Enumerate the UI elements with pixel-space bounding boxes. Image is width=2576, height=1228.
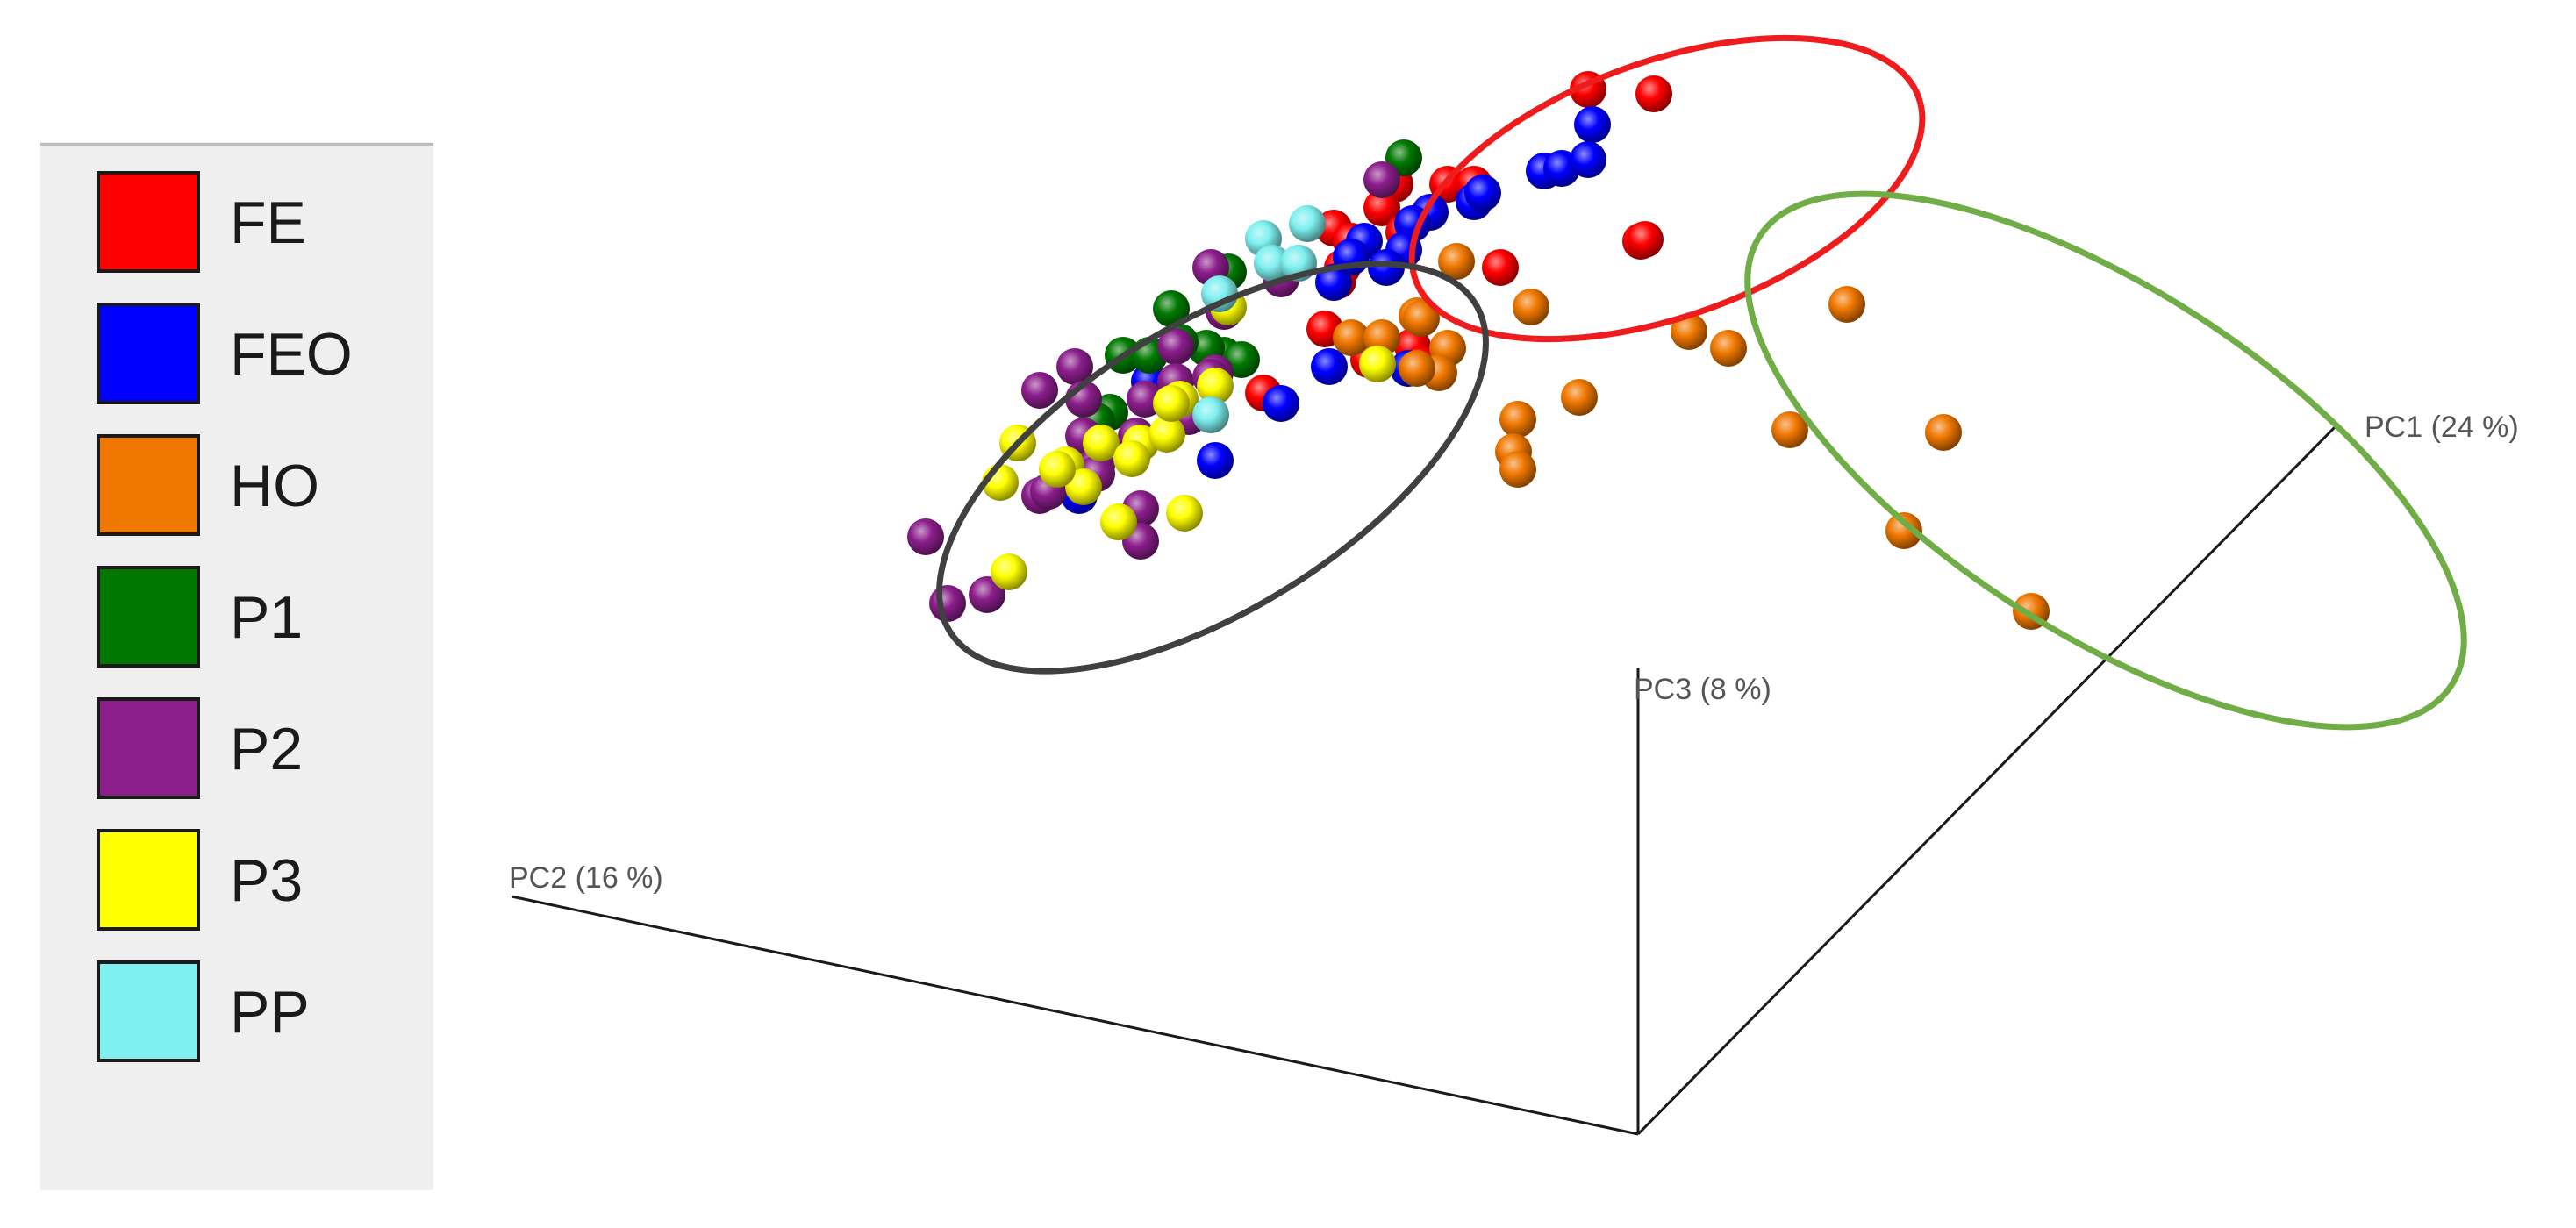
cluster-ellipse-green (1744, 190, 2467, 731)
data-point-ho (1710, 330, 1747, 367)
data-point-feo (1311, 348, 1348, 385)
data-point-fe (1635, 75, 1672, 112)
data-point-p3 (1039, 451, 1076, 488)
data-point-ho (1438, 243, 1475, 280)
data-point-p2 (1363, 161, 1400, 198)
data-point-fe (1482, 249, 1519, 286)
data-point-p1 (1153, 290, 1190, 327)
data-point-p3 (1100, 503, 1137, 540)
data-point-p2 (907, 518, 944, 555)
data-point-p3 (1065, 468, 1102, 505)
data-points (907, 71, 2050, 630)
legend-item-p1: P1 (97, 566, 412, 675)
data-point-pp (1289, 205, 1326, 242)
data-point-ho (1925, 414, 1962, 451)
legend-label: FEO (230, 321, 353, 388)
data-point-feo (1368, 249, 1405, 286)
legend-item-feo: FEO (97, 303, 412, 411)
data-point-ho (1561, 379, 1598, 416)
data-point-feo (1464, 175, 1501, 211)
legend-swatch (97, 829, 200, 931)
data-point-p2 (1157, 328, 1194, 365)
legend-item-pp: PP (97, 960, 412, 1069)
data-point-p3 (1153, 385, 1190, 422)
legend-label: FE (230, 189, 306, 256)
data-point-pp (1201, 275, 1238, 312)
data-point-p2 (929, 585, 966, 622)
data-point-ho (1885, 512, 1922, 549)
legend-divider (40, 143, 433, 146)
legend-item-p2: P2 (97, 697, 412, 806)
cluster-ellipse-gray (936, 261, 1489, 675)
data-point-p2 (969, 576, 1005, 613)
legend-label: P1 (230, 584, 304, 651)
legend-label: PP (230, 979, 310, 1046)
legend-item-ho: HO (97, 434, 412, 543)
legend-item-p3: P3 (97, 829, 412, 938)
data-point-ho (1403, 300, 1440, 337)
legend-swatch (97, 303, 200, 404)
data-point-pp (1254, 245, 1291, 282)
legend-label: HO (230, 453, 319, 519)
data-point-ho (1771, 411, 1808, 448)
data-point-feo (1263, 385, 1299, 422)
data-point-ho (1399, 350, 1435, 387)
data-point-p3 (1148, 416, 1185, 453)
data-point-p3 (1359, 346, 1396, 382)
legend-swatch (97, 566, 200, 668)
data-point-p3 (1113, 440, 1150, 477)
data-point-feo (1570, 141, 1606, 178)
pc1-axis-label: PC1 (24 %) (2365, 411, 2519, 444)
legend-label: P2 (230, 716, 304, 782)
legend-swatch (97, 960, 200, 1062)
data-point-feo (1574, 106, 1611, 143)
data-point-p3 (1166, 495, 1203, 532)
data-point-fe (1627, 221, 1664, 258)
legend-swatch (97, 434, 200, 536)
pc2-axis-label: PC2 (16 %) (509, 861, 663, 895)
data-point-ho (1828, 286, 1865, 323)
data-point-p2 (1021, 372, 1058, 409)
data-point-ho (1499, 401, 1536, 438)
data-point-p3 (1083, 425, 1120, 461)
data-point-p3 (991, 553, 1027, 590)
data-point-p2 (1056, 348, 1093, 385)
data-point-p3 (1197, 368, 1234, 404)
cluster-ellipse-red (1408, 34, 1926, 343)
data-point-pp (1192, 396, 1229, 433)
legend-swatch (97, 697, 200, 799)
legend-item-fe: FE (97, 171, 412, 280)
data-point-ho (1671, 313, 1707, 350)
pc3-axis-label: PC3 (8 %) (1634, 673, 1771, 706)
legend-swatch (97, 171, 200, 273)
data-point-ho (1499, 451, 1536, 488)
data-point-fe (1363, 189, 1400, 226)
data-point-ho (1333, 319, 1370, 356)
pc2-axis-line (511, 895, 1639, 1136)
legend-label: P3 (230, 847, 304, 914)
data-point-ho (1513, 289, 1549, 325)
data-point-feo (1197, 442, 1234, 479)
pc1-axis-line (1636, 422, 2340, 1136)
